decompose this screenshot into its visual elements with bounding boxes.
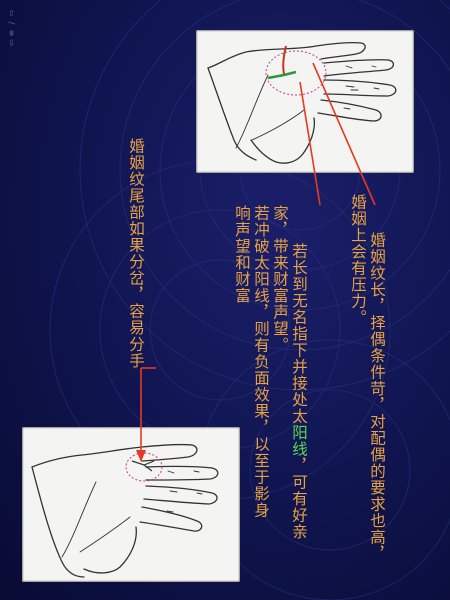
annotation-forked-line: 婚姻纹尾部如果分岔，容易分手 bbox=[126, 100, 164, 369]
palm-image-bottom bbox=[22, 427, 240, 582]
annotation-line: 响声望和财富 bbox=[233, 205, 251, 304]
palm-image-top bbox=[196, 30, 414, 173]
annotation-line: 婚姻纹尾部如果分岔，容易分手 bbox=[127, 138, 145, 369]
annotation-line: 家，带来财富声望。 bbox=[271, 205, 289, 354]
annotation-line: 婚姻纹长，择偶条件苛，对配偶的要求也高， bbox=[368, 232, 386, 562]
sun-line-highlight: 阳线 bbox=[290, 424, 308, 458]
slide-nav: ⇦ ∕ ≡ ⇨ bbox=[4, 8, 18, 48]
annotation-sun-line: 若长到无名指下并接处太阳线，可有好亲家，带来财富声望。若冲破太阳线，则有负面效果… bbox=[232, 205, 327, 540]
annotation-line: 若长到无名指下并接处太阳线，可有好亲 bbox=[290, 243, 308, 540]
annotation-line: 若冲破太阳线，则有负面效果，以至于影身 bbox=[252, 205, 270, 519]
annotation-line: 婚姻上会有压力。 bbox=[349, 194, 367, 326]
next-icon[interactable]: ⇨ bbox=[7, 39, 16, 47]
annotation-marriage-line-long: 婚姻纹长，择偶条件苛，对配偶的要求也高，婚姻上会有压力。 bbox=[348, 194, 405, 562]
